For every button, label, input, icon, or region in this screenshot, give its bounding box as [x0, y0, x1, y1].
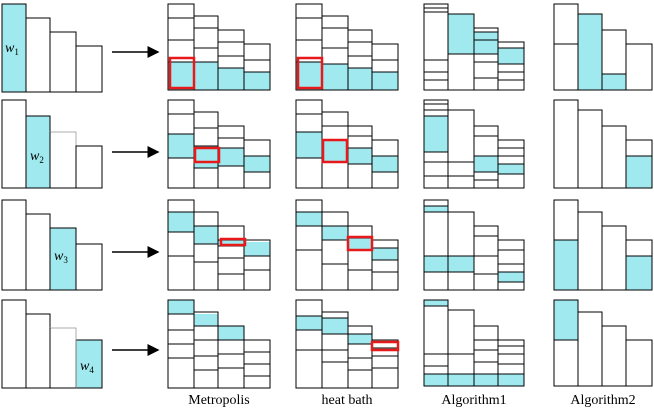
weights-diagram-row-3: w3 [1, 199, 103, 291]
algorithm2-diagram-row-1 [553, 3, 653, 91]
metropolis-diagram-row-4 [167, 299, 271, 389]
algorithm2-diagram-row-2 [553, 99, 653, 189]
row-2: w2 [1, 99, 653, 189]
column-label-metropolis: Metropolis [188, 393, 249, 408]
weight-label-w2: w2 [30, 149, 44, 165]
rejection-box [193, 146, 221, 164]
column-label-algorithm2: Algorithm2 [570, 393, 635, 408]
weights-diagram-row-2: w2 [1, 99, 103, 189]
rejection-box [370, 340, 400, 352]
weights-diagram-row-4: w4 [1, 299, 103, 389]
heat-bath-diagram-row-4 [295, 299, 400, 389]
column-label-algorithm1: Algorithm1 [441, 393, 506, 408]
algorithm1-diagram-row-4 [423, 299, 525, 387]
metropolis-diagram-row-1 [167, 3, 271, 91]
rejection-box [321, 138, 349, 164]
metropolis-diagram-row-3 [167, 199, 271, 291]
algorithm1-diagram-row-1 [423, 3, 525, 91]
rejection-box [168, 56, 196, 90]
heat-bath-diagram-row-3 [295, 199, 399, 291]
heat-bath-diagram-row-2 [295, 99, 399, 189]
row-1: w1 [1, 3, 653, 93]
rejection-box [296, 56, 324, 90]
weight-label-w4: w4 [80, 359, 94, 375]
rejection-box [346, 235, 374, 252]
rejection-box [219, 237, 247, 247]
algorithm2-diagram-row-3 [553, 199, 653, 291]
metropolis-diagram-row-2 [167, 99, 271, 189]
column-label-heat-bath: heat bath [322, 393, 373, 408]
algorithm2-diagram-row-4 [553, 299, 653, 387]
weight-label-w3: w3 [54, 249, 68, 265]
algorithm1-diagram-row-2 [423, 99, 525, 189]
algorithm1-diagram-row-3 [423, 199, 525, 291]
weight-label-w1: w1 [5, 41, 19, 57]
weights-diagram-row-1: w1 [1, 3, 103, 93]
row-4: w4 [1, 299, 653, 389]
row-3: w3 [1, 199, 653, 291]
heat-bath-diagram-row-1 [295, 3, 399, 91]
